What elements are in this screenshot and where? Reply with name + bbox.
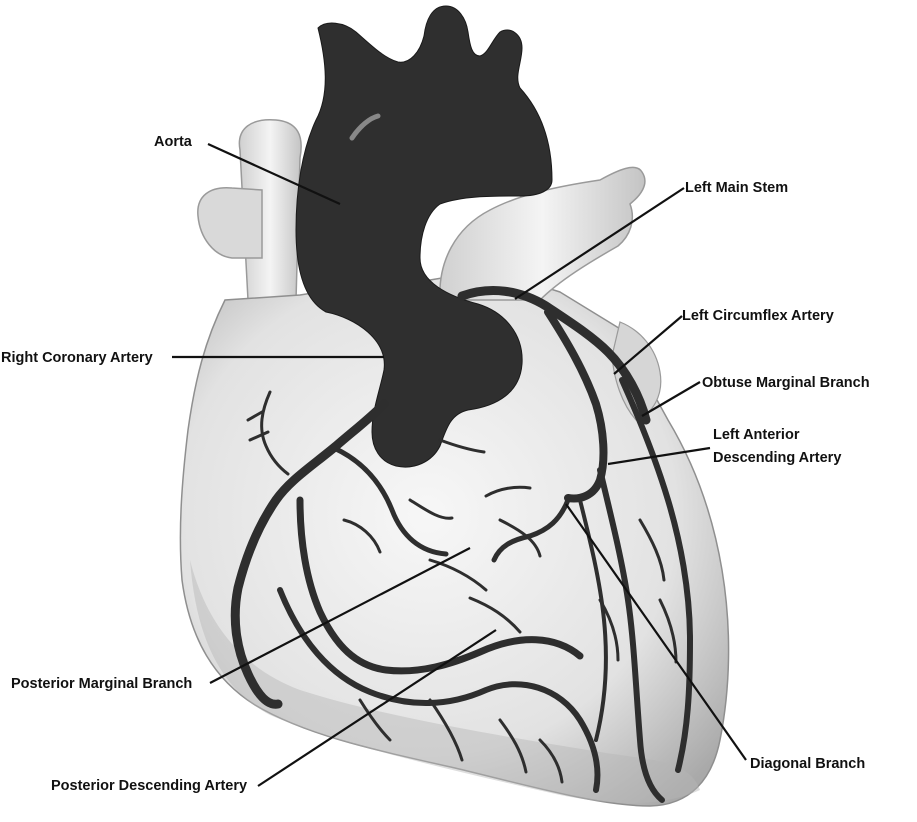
coronary-vessels — [230, 286, 693, 803]
label-posterior-descending-artery: Posterior Descending Artery — [51, 778, 247, 794]
leader-left-main-stem — [514, 187, 685, 300]
labels: Aorta Left Main Stem Right Coronary Arte… — [1, 134, 870, 794]
label-aorta: Aorta — [154, 134, 193, 150]
label-left-circumflex-artery: Left Circumflex Artery — [682, 308, 834, 324]
leader-lines — [172, 142, 747, 787]
leader-left-circumflex-artery — [613, 315, 683, 375]
label-obtuse-marginal-branch: Obtuse Marginal Branch — [702, 375, 870, 391]
label-left-anterior-descending-line2: Descending Artery — [713, 450, 841, 466]
leader-obtuse-marginal-branch — [641, 381, 701, 417]
leader-aorta — [207, 142, 341, 206]
leader-diagonal-branch — [565, 503, 747, 761]
leader-posterior-descending-artery — [257, 629, 497, 787]
left-atrial-appendage — [611, 321, 662, 421]
pulmonary-vein-right — [197, 187, 263, 259]
heart-silhouette — [179, 275, 730, 807]
label-right-coronary-artery: Right Coronary Artery — [1, 350, 153, 366]
label-left-anterior-descending-line1: Left Anterior — [713, 427, 800, 443]
label-diagonal-branch: Diagonal Branch — [750, 756, 865, 772]
leader-posterior-marginal-branch — [209, 547, 471, 684]
pulmonary-trunk — [439, 166, 646, 301]
leader-left-anterior-descending — [607, 446, 711, 466]
label-posterior-marginal-branch: Posterior Marginal Branch — [11, 676, 192, 692]
aorta-vessel — [295, 5, 553, 468]
label-left-main-stem: Left Main Stem — [685, 180, 788, 196]
